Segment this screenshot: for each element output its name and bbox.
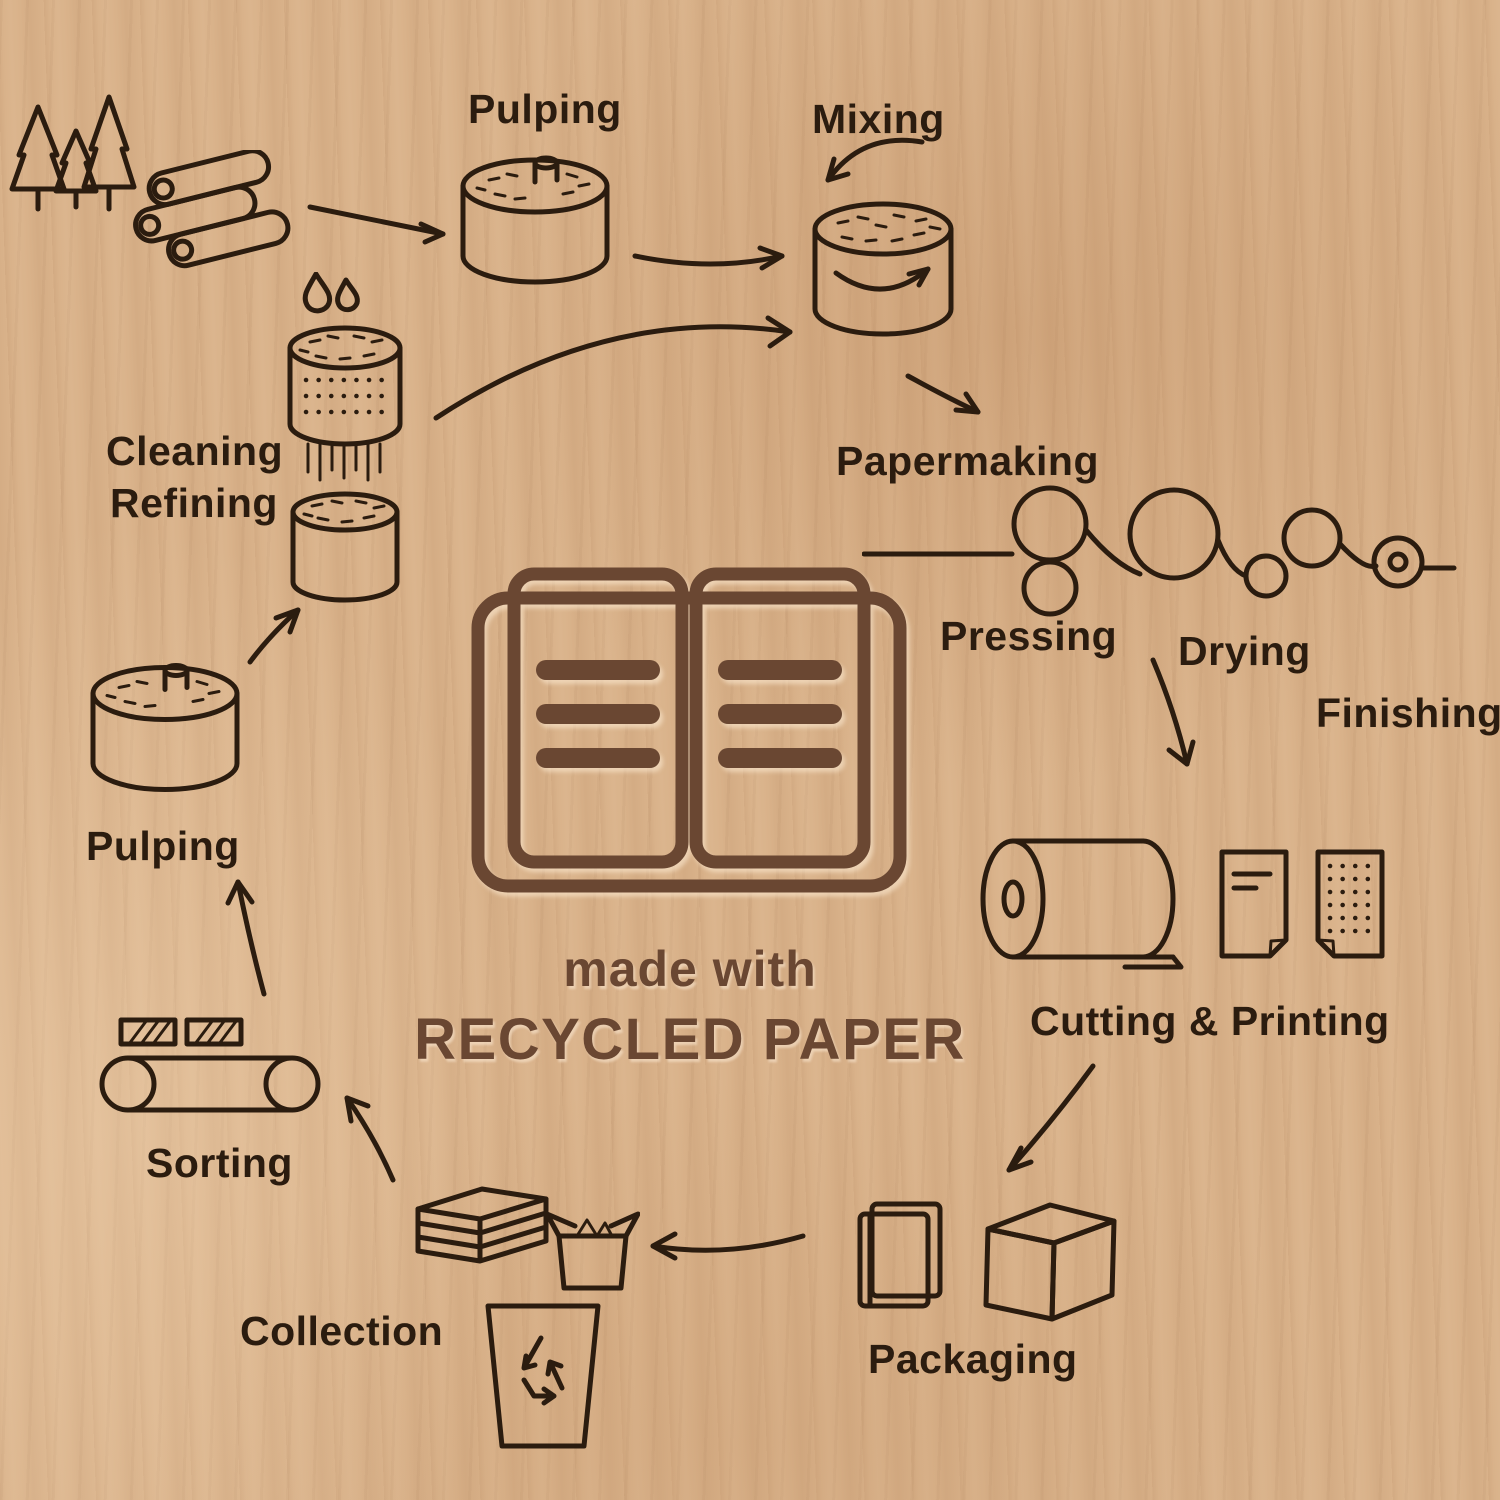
center-title: RECYCLED PAPER (414, 1007, 966, 1072)
step-label-pressing: Pressing (940, 613, 1118, 659)
center-tagline: made with (563, 941, 817, 997)
step-label-cutting-printing: Cutting & Printing (1030, 998, 1390, 1044)
paper-roll-icon (975, 835, 1190, 970)
step-label-finishing: Finishing (1316, 690, 1500, 736)
step-label-collection: Collection (240, 1308, 444, 1354)
arrow-cutting-to-packaging (995, 1058, 1105, 1183)
open-box-icon (545, 1198, 640, 1293)
paper-stack-icon (412, 1185, 552, 1300)
step-label-sorting: Sorting (146, 1140, 293, 1186)
step-label-pulping-recycled: Pulping (86, 823, 240, 869)
arrow-mixing-to-papermaking (900, 368, 990, 428)
arrow-drying-to-cutting (1135, 652, 1205, 777)
mixing-vat-icon (808, 195, 958, 345)
papermaking-machine-icon (862, 478, 1457, 618)
arrow-cleaning-to-mixing (428, 300, 803, 428)
step-label-packaging: Packaging (868, 1336, 1078, 1382)
arrow-collection-to-sorting (335, 1088, 405, 1188)
arrow-pulping-to-mixing (630, 228, 795, 283)
printed-sheets-icon (1218, 848, 1388, 963)
step-label-drying: Drying (1178, 628, 1311, 674)
step-label-pulping-top: Pulping (468, 86, 622, 132)
arrow-packaging-to-collection (645, 1222, 810, 1272)
recycle-bin-icon (478, 1298, 608, 1450)
arrow-pulping-to-cleaning (240, 600, 315, 670)
water-drops-icon (302, 272, 333, 314)
arrow-sorting-to-pulping (222, 872, 292, 1002)
cleaning-refining-cylinders-icon (280, 272, 410, 620)
step-label-papermaking: Papermaking (836, 438, 1099, 484)
pine-trees-icon (8, 85, 143, 225)
pulping-vat-icon (455, 150, 615, 295)
open-book-icon (462, 558, 917, 933)
pulping-vat-recycled-icon (85, 655, 245, 805)
arrow-mixing-curve (818, 132, 933, 194)
arrow-logs-to-pulping (305, 192, 455, 252)
packaged-book-icon (852, 1200, 947, 1310)
shipping-box-icon (950, 1195, 1120, 1325)
logs-icon (115, 150, 310, 280)
step-label-mixing: Mixing (812, 96, 945, 142)
step-label-cleaning: Cleaning (106, 428, 284, 474)
step-label-refining: Refining (110, 480, 278, 526)
sorting-conveyor-icon (95, 1008, 325, 1113)
